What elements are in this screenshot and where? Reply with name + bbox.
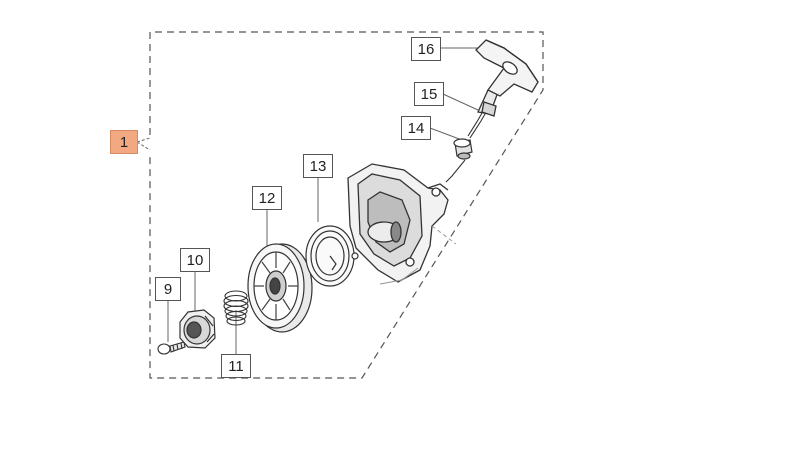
- pulley-icon[interactable]: [247, 243, 313, 333]
- callout-12[interactable]: 12: [252, 186, 282, 210]
- callout-11[interactable]: 11: [221, 354, 251, 378]
- hub-icon[interactable]: [179, 309, 216, 349]
- spring-icon[interactable]: [223, 290, 249, 326]
- callout-10[interactable]: 10: [180, 248, 210, 272]
- assembly-boundary: [149, 31, 544, 379]
- callout-15[interactable]: 15: [414, 82, 444, 106]
- screw-icon[interactable]: [157, 341, 186, 355]
- leader-line-1: [136, 137, 151, 151]
- callout-1[interactable]: 1: [110, 130, 138, 154]
- starter-housing-icon[interactable]: [347, 163, 457, 285]
- recoil-spring-icon[interactable]: [305, 225, 359, 287]
- leader-line-14: [429, 127, 463, 141]
- starter-handle-icon[interactable]: [475, 39, 539, 117]
- callout-9[interactable]: 9: [155, 277, 181, 301]
- leader-line-15: [442, 93, 479, 111]
- callout-13[interactable]: 13: [303, 154, 333, 178]
- callout-14[interactable]: 14: [401, 116, 431, 140]
- grommet-icon[interactable]: [453, 138, 473, 160]
- callout-16[interactable]: 16: [411, 37, 441, 61]
